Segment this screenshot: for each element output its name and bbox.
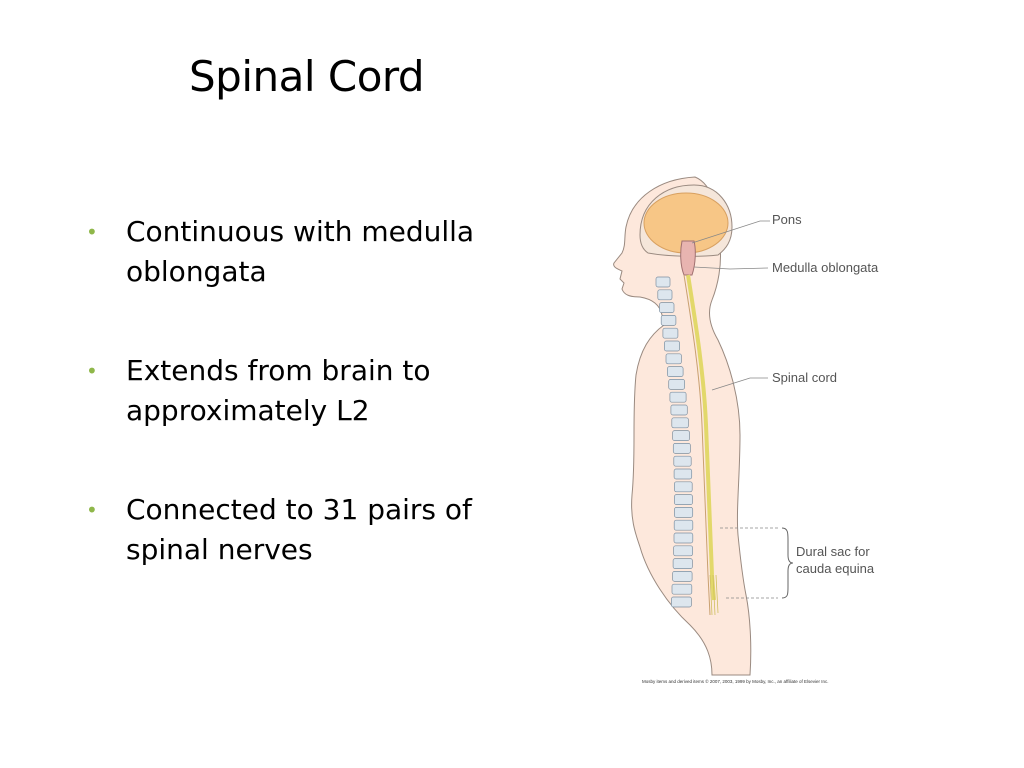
cord-outline bbox=[683, 274, 711, 616]
vertebra bbox=[671, 417, 689, 429]
vertebra bbox=[672, 558, 693, 569]
medulla-callout-line bbox=[693, 266, 769, 270]
bullet-item: • Continuous with medulla oblongata bbox=[84, 212, 524, 292]
vertebra bbox=[655, 276, 671, 288]
label-dural-sac-line2: cauda equina bbox=[796, 561, 875, 576]
vertebra bbox=[673, 455, 692, 467]
bullet-dot-icon: • bbox=[86, 220, 98, 244]
vertebra bbox=[659, 302, 675, 313]
vertebra bbox=[660, 315, 677, 326]
bullet-list: • Continuous with medulla oblongata • Ex… bbox=[84, 212, 524, 629]
label-pons: Pons bbox=[772, 212, 802, 227]
label-medulla-oblongata: Medulla oblongata bbox=[772, 260, 879, 275]
bullet-item: • Connected to 31 pairs of spinal nerves bbox=[84, 490, 524, 570]
spinal-cord-callout-line bbox=[711, 377, 768, 391]
vertebra bbox=[673, 532, 694, 544]
vertebra bbox=[662, 327, 679, 339]
vertebra bbox=[665, 353, 682, 365]
label-spinal-cord: Spinal cord bbox=[772, 370, 837, 385]
vertebra bbox=[668, 379, 685, 390]
bullet-text: Connected to 31 pairs of spinal nerves bbox=[126, 493, 472, 566]
vertebra bbox=[670, 404, 688, 416]
vertebra bbox=[673, 468, 693, 480]
vertebra bbox=[671, 583, 693, 595]
vertebra bbox=[672, 430, 690, 441]
bullet-text: Continuous with medulla oblongata bbox=[126, 215, 475, 288]
vertebra bbox=[674, 494, 693, 505]
vertebra bbox=[664, 340, 680, 352]
vertebra bbox=[657, 289, 673, 301]
vertebra bbox=[674, 481, 693, 493]
bullet-text: Extends from brain to approximately L2 bbox=[126, 354, 431, 427]
bullet-dot-icon: • bbox=[86, 359, 98, 383]
figure-copyright: Mosby items and derived items © 2007, 20… bbox=[642, 678, 829, 684]
vertebra bbox=[672, 443, 691, 454]
vertebra bbox=[672, 571, 693, 582]
cauda-equina bbox=[709, 574, 719, 616]
slide-title: Spinal Cord bbox=[189, 52, 425, 101]
pons-callout-line bbox=[691, 220, 770, 244]
vertebral-column bbox=[655, 276, 694, 608]
vertebra bbox=[673, 519, 694, 531]
vertebra bbox=[671, 596, 692, 608]
spinal-cord-illustration: Pons Medulla oblongata Spinal cord Dural… bbox=[613, 176, 879, 684]
brainstem bbox=[680, 240, 696, 276]
vertebra bbox=[669, 391, 687, 403]
dural-sac-brace-icon bbox=[781, 527, 794, 599]
bullet-item: • Extends from brain to approximately L2 bbox=[84, 351, 524, 431]
spinal-cord bbox=[686, 274, 716, 601]
vertebra bbox=[673, 545, 693, 557]
vertebra bbox=[667, 366, 684, 377]
label-dural-sac-line1: Dural sac for bbox=[796, 544, 870, 559]
bullet-dot-icon: • bbox=[86, 498, 98, 522]
vertebra bbox=[674, 507, 694, 518]
